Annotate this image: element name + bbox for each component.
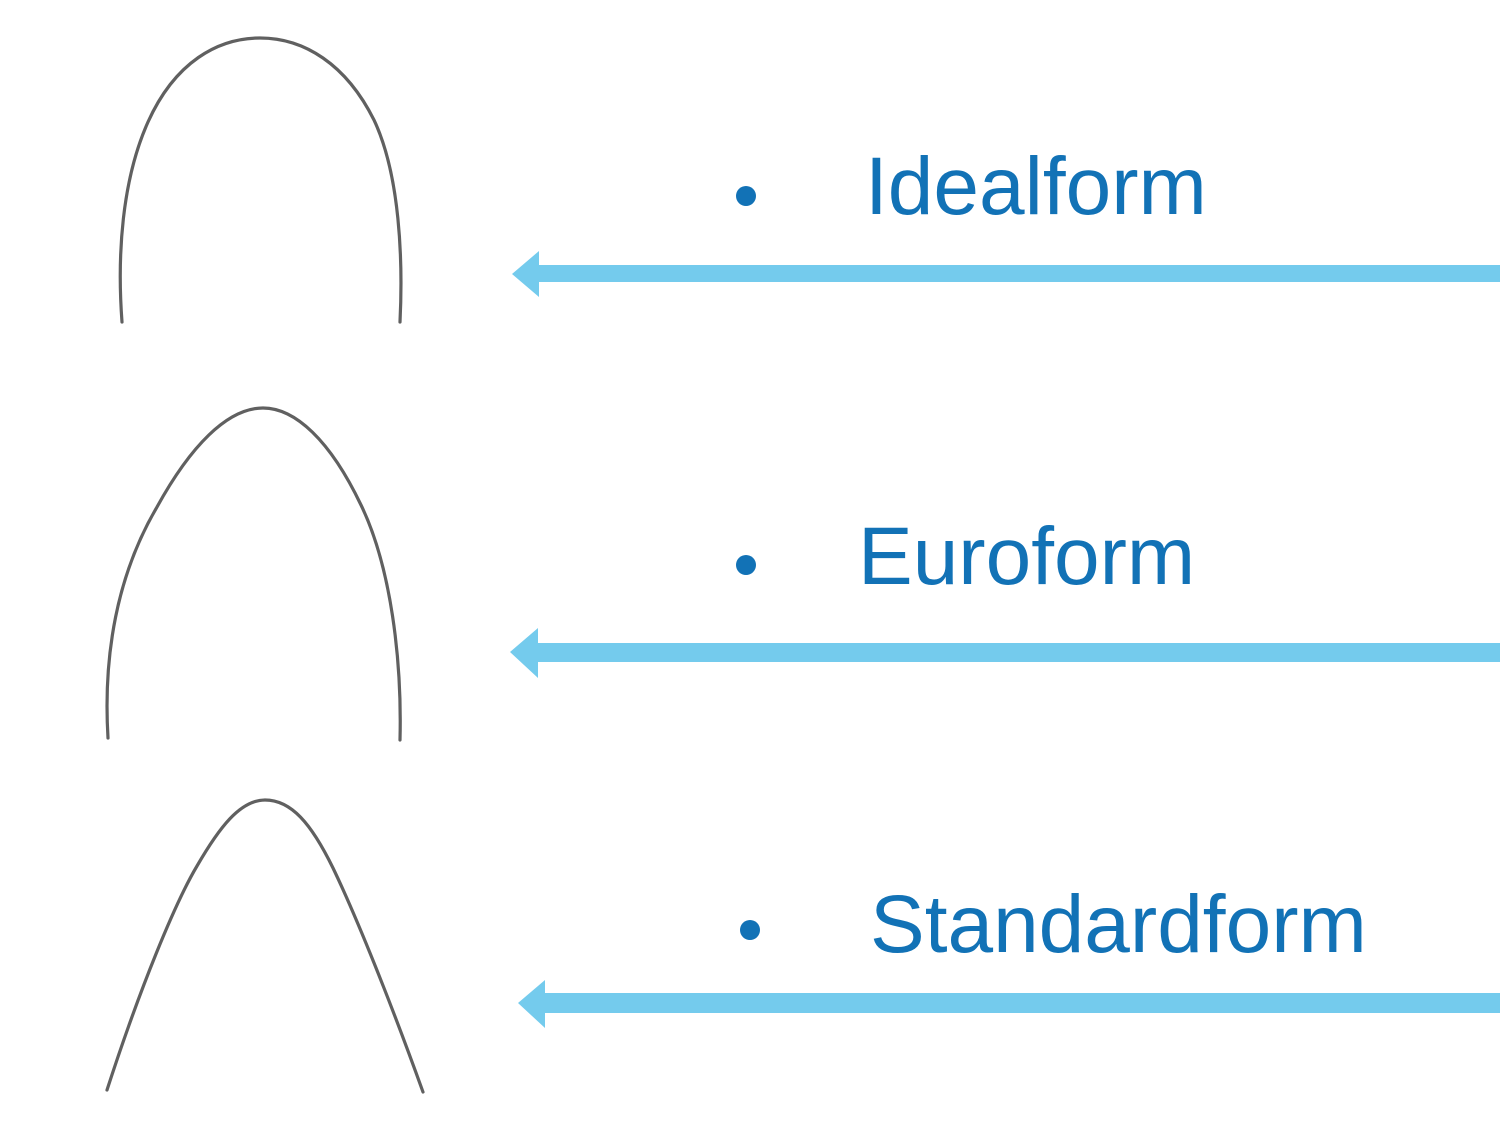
left-arrow-shape	[512, 251, 1500, 297]
archwire-euroform-wire	[105, 406, 402, 742]
archwire-standardform-image	[105, 798, 425, 1094]
label-euroform: Euroform	[858, 511, 1196, 602]
label-standardform: Standardform	[870, 879, 1367, 970]
left-arrow-idealform-icon	[512, 251, 1500, 297]
left-arrow-shape	[510, 628, 1500, 678]
archwire-standardform-wire	[105, 798, 425, 1094]
bullet-icon	[736, 186, 756, 206]
left-arrow-standardform-icon	[518, 980, 1500, 1028]
left-arrow-shape	[518, 980, 1500, 1028]
left-arrow-euroform-icon	[510, 628, 1500, 678]
archwire-euroform-image	[105, 406, 402, 742]
bullet-icon	[736, 555, 756, 575]
bullet-icon	[740, 920, 760, 940]
archwire-idealform-image	[118, 36, 403, 324]
archwire-idealform-wire	[118, 36, 403, 324]
label-idealform: Idealform	[865, 141, 1207, 232]
